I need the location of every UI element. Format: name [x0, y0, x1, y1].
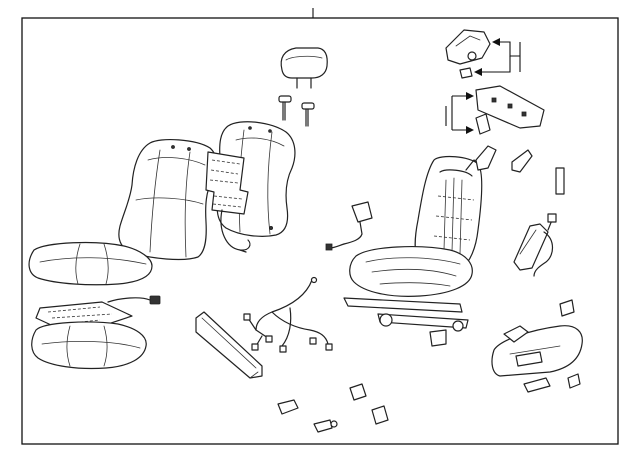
buckle-icon: [325, 201, 373, 251]
headrest-guide-icon: [278, 95, 315, 127]
headrest-icon: [280, 47, 328, 89]
clip-icon: [475, 145, 565, 195]
switch-icon: [445, 85, 545, 135]
wire-harness-icon: [243, 276, 333, 353]
side-trim-icon: [195, 311, 263, 379]
cushion-cover-icon: [28, 241, 153, 286]
side-shield-icon: [491, 299, 583, 393]
diagram-frame: [21, 17, 619, 445]
clip-icon: [277, 329, 447, 433]
seat-frame-icon: [343, 155, 483, 332]
cushion-pad-icon: [31, 321, 147, 370]
airbag-icon: [513, 213, 557, 277]
heater-element-icon: [205, 151, 251, 253]
seatback-cover-icon: [118, 139, 218, 261]
recliner-cover-icon: [445, 29, 521, 79]
